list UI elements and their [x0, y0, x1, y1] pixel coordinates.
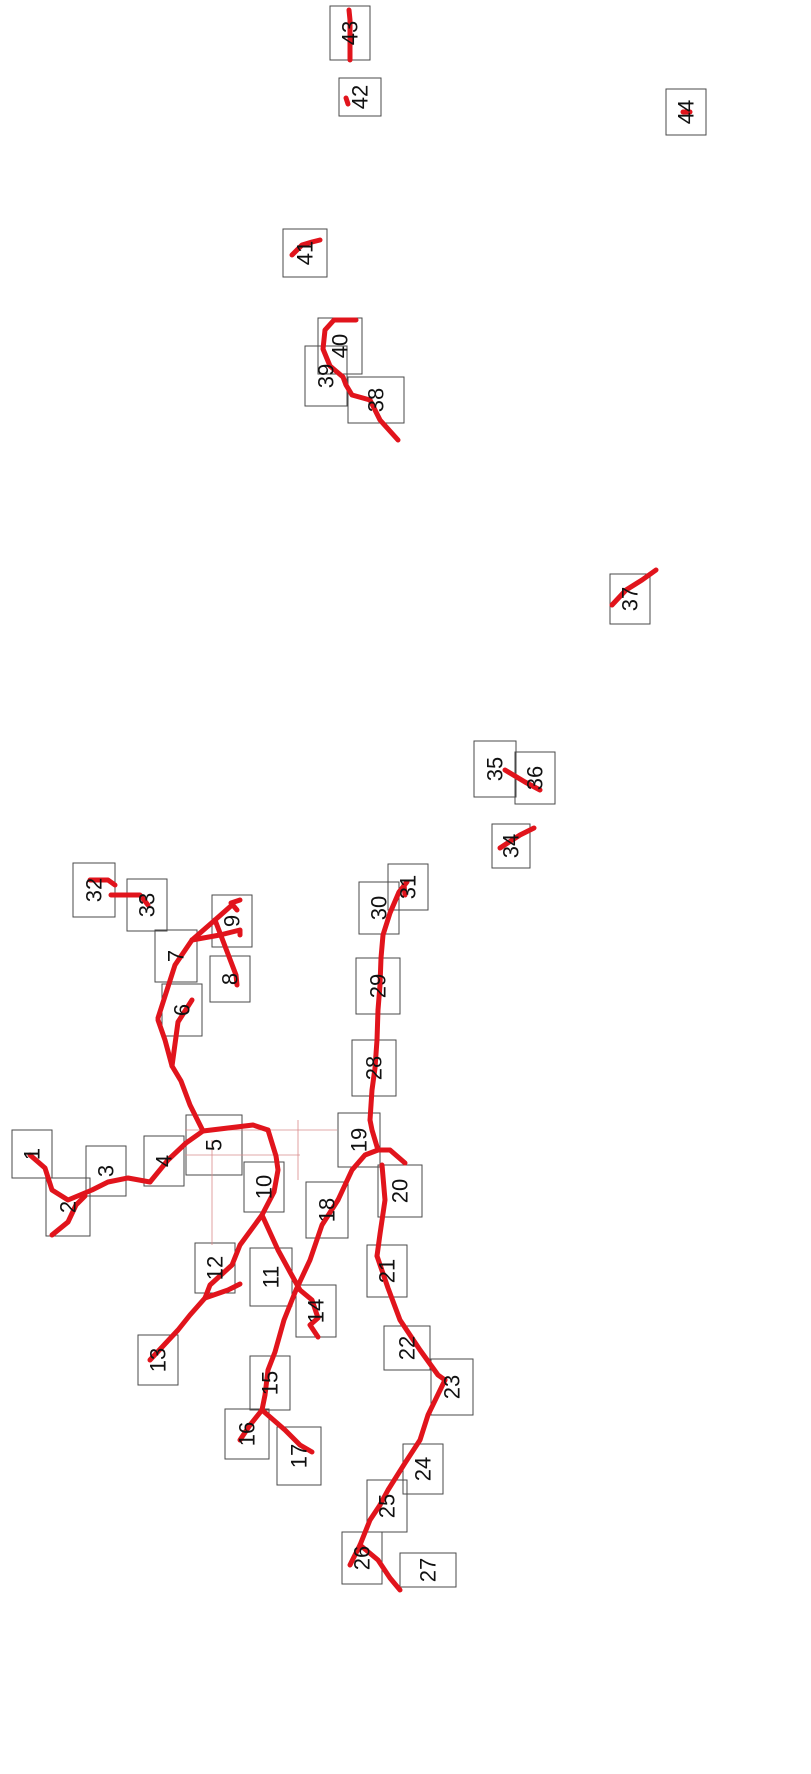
- trace-segment: [338, 1150, 378, 1200]
- tile-9-label: 9: [220, 915, 245, 927]
- tile-29-label: 29: [366, 974, 391, 998]
- trace-segment: [231, 900, 240, 910]
- tile-25-label: 25: [375, 1494, 400, 1518]
- tile-13-label: 13: [146, 1348, 171, 1372]
- tile-16-label: 16: [235, 1422, 260, 1446]
- tile-34-label: 34: [499, 834, 524, 858]
- trace-segment: [380, 1380, 445, 1505]
- tile-24-label: 24: [411, 1457, 436, 1481]
- tile-12-label: 12: [203, 1256, 228, 1280]
- tile-11-label: 11: [259, 1266, 284, 1289]
- tile-41-label: 41: [293, 241, 318, 265]
- tile-22-label: 22: [395, 1336, 420, 1360]
- tile-42-label: 42: [348, 85, 373, 109]
- tile-4-label: 4: [152, 1155, 177, 1167]
- tile-15-label: 15: [258, 1371, 283, 1395]
- tile-26-label: 26: [350, 1546, 375, 1570]
- trace-segment: [150, 1215, 262, 1360]
- tile-39-label: 39: [314, 364, 339, 388]
- tile-3-label: 3: [94, 1165, 119, 1177]
- traces-layer: [30, 10, 690, 1590]
- tile-37-label: 37: [618, 587, 643, 611]
- tile-18-label: 18: [315, 1198, 340, 1222]
- tile-32-label: 32: [82, 878, 107, 902]
- tile-40-label: 40: [328, 334, 353, 358]
- tile-14-label: 14: [304, 1299, 329, 1323]
- tile-43-label: 43: [338, 21, 363, 45]
- tile-2-label: 2: [56, 1201, 81, 1213]
- tile-6-label: 6: [170, 1004, 195, 1016]
- trace-segment: [158, 1020, 203, 1131]
- tile-5-label: 5: [202, 1139, 227, 1151]
- tile-17-label: 17: [287, 1444, 312, 1468]
- tile-10-label: 10: [252, 1175, 277, 1199]
- tile-28-label: 28: [362, 1056, 387, 1080]
- tile-21-label: 21: [375, 1259, 400, 1283]
- tile-19-label: 19: [347, 1128, 372, 1152]
- tile-20-label: 20: [388, 1179, 413, 1203]
- tile-33-label: 33: [135, 893, 160, 917]
- labels-layer: 1234567891011121314151617181920212223242…: [20, 21, 699, 1582]
- trace-segment: [262, 1130, 278, 1215]
- tile-35-label: 35: [483, 757, 508, 781]
- tile-30-label: 30: [367, 896, 392, 920]
- tile-44-label: 44: [674, 100, 699, 124]
- tile-36-label: 36: [523, 766, 548, 790]
- tile-23-label: 23: [440, 1375, 465, 1399]
- trace-segment: [378, 1150, 405, 1163]
- tile-1-label: 1: [20, 1148, 45, 1160]
- tile-8-label: 8: [218, 973, 243, 985]
- tile-31-label: 31: [396, 875, 421, 899]
- tile-38-label: 38: [364, 388, 389, 412]
- tiles-layer: [12, 6, 706, 1587]
- tile-7-label: 7: [164, 950, 189, 962]
- tile-27-label: 27: [416, 1558, 441, 1582]
